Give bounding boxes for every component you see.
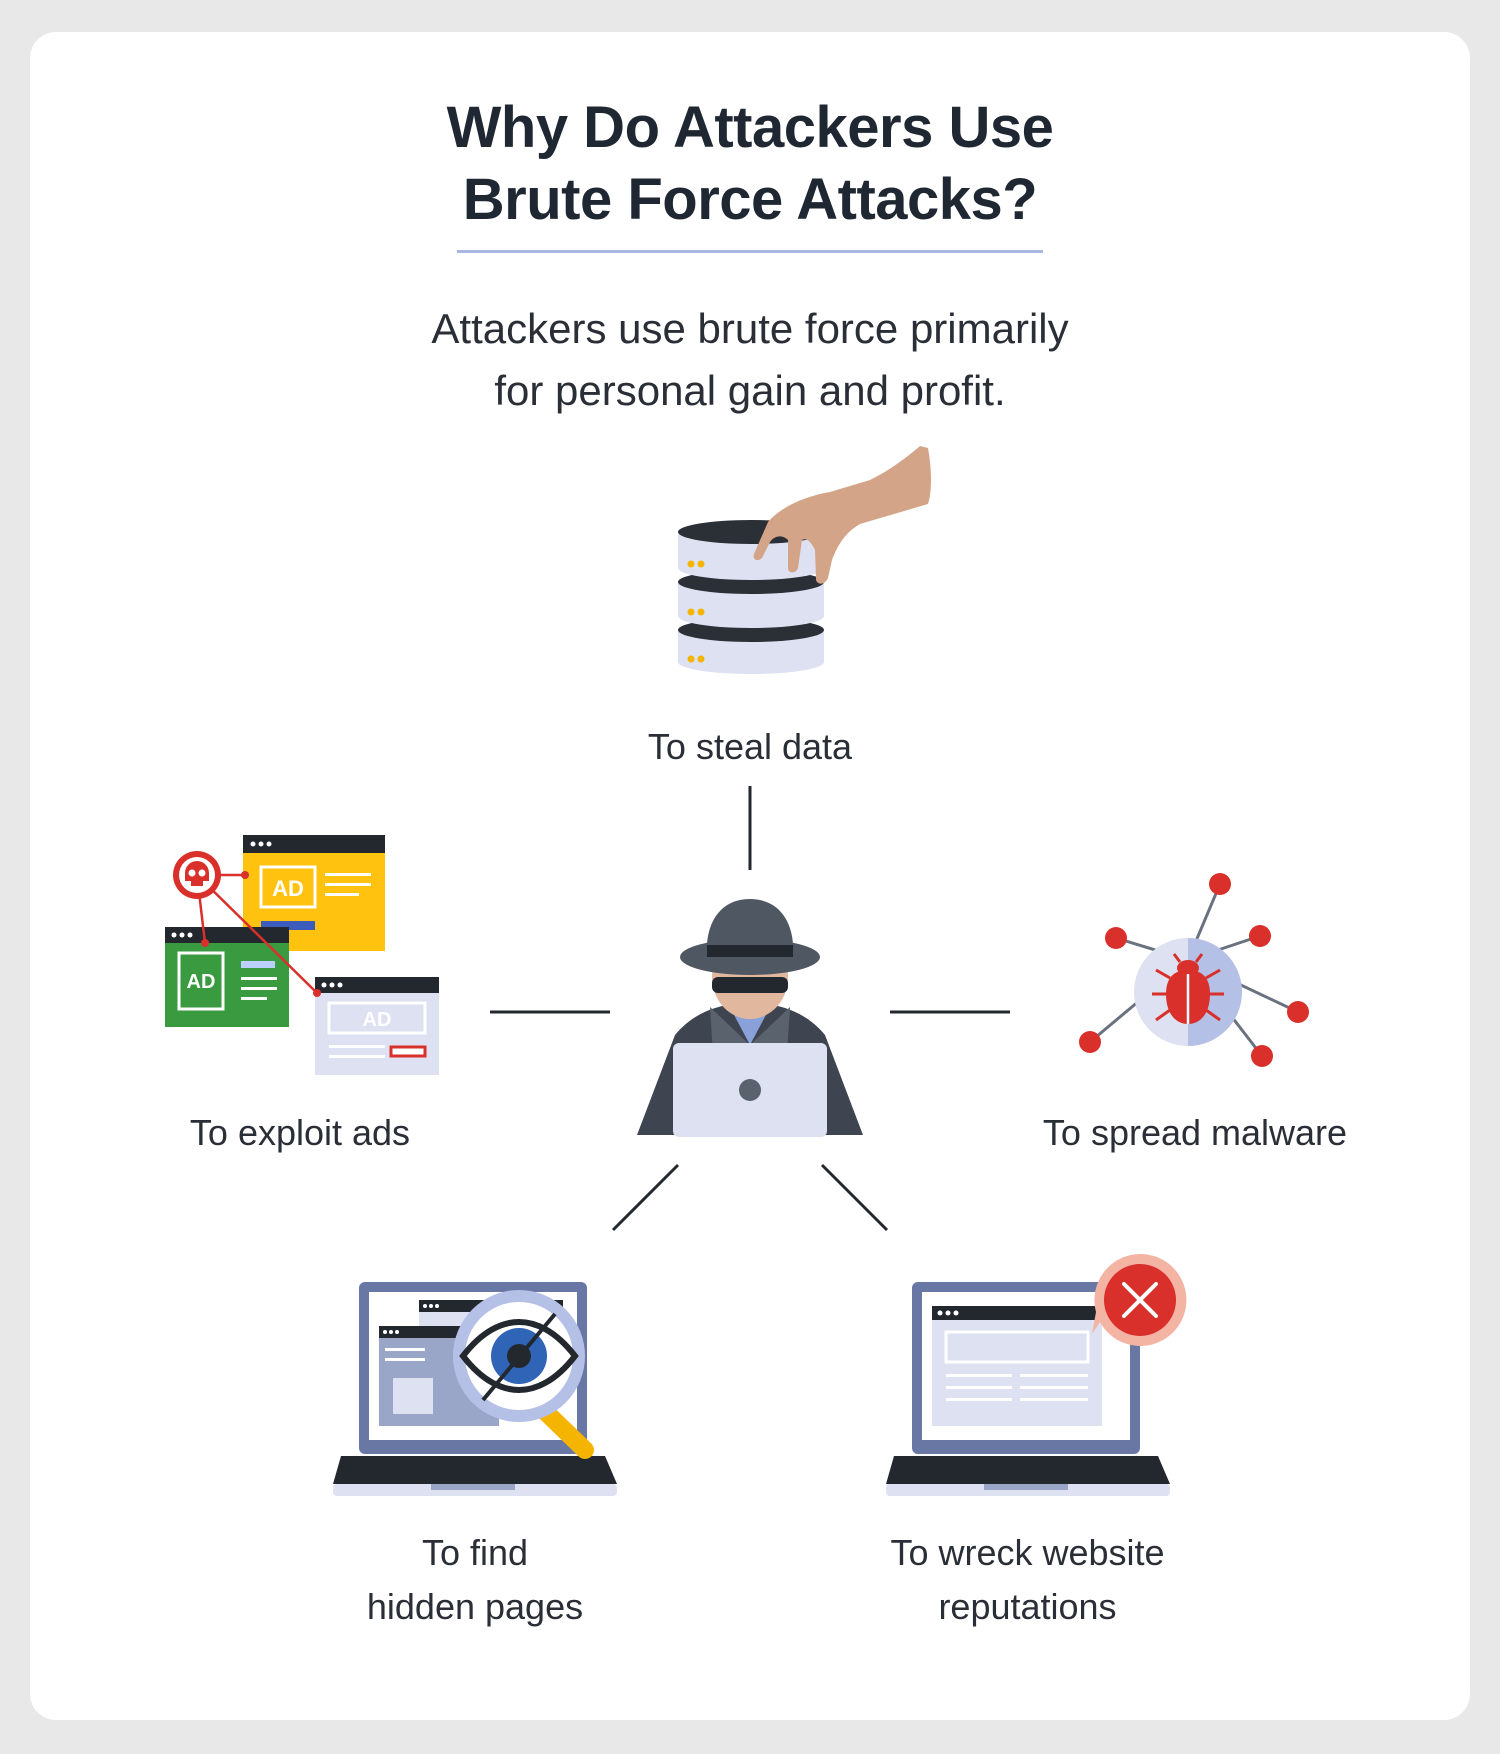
ad-yellow-label: AD	[272, 876, 304, 901]
connector-bottom-left	[611, 1163, 680, 1232]
title-line-2: Brute Force Attacks?	[462, 167, 1038, 232]
database-hand-icon	[678, 446, 931, 674]
hacker-icon	[637, 899, 863, 1137]
label-find-hidden-pages-line-2: hidden pages	[366, 1586, 584, 1627]
label-find-hidden-pages-line-1: To find	[421, 1532, 529, 1573]
bug-network-icon	[1079, 873, 1309, 1067]
subtitle-line-2: for personal gain and profit.	[494, 367, 1006, 414]
laptop-magnifier-eye-icon	[333, 1282, 617, 1496]
label-wreck-reputations-line-2: reputations	[938, 1586, 1117, 1627]
title-underline	[457, 250, 1043, 253]
connector-bottom-right	[820, 1163, 889, 1232]
ad-gray-label: AD	[363, 1009, 392, 1031]
ad-green-label: AD	[187, 971, 216, 993]
subtitle: Attackers use brute force primarily for …	[0, 298, 1500, 422]
ad-windows-skull-icon: AD AD AD	[165, 835, 439, 1075]
page-title: Why Do Attackers Use Brute Force Attacks…	[0, 92, 1500, 236]
label-find-hidden-pages: To find hidden pages	[300, 1526, 650, 1634]
subtitle-line-1: Attackers use brute force primarily	[431, 305, 1069, 352]
label-wreck-reputations-line-1: To wreck website	[890, 1532, 1165, 1573]
label-spread-malware: To spread malware	[1042, 1112, 1348, 1153]
label-wreck-reputations: To wreck website reputations	[845, 1526, 1210, 1634]
laptop-error-icon	[886, 1253, 1187, 1496]
label-steal-data: To steal data	[647, 726, 853, 767]
label-exploit-ads: To exploit ads	[189, 1112, 411, 1153]
title-line-1: Why Do Attackers Use	[446, 95, 1054, 160]
